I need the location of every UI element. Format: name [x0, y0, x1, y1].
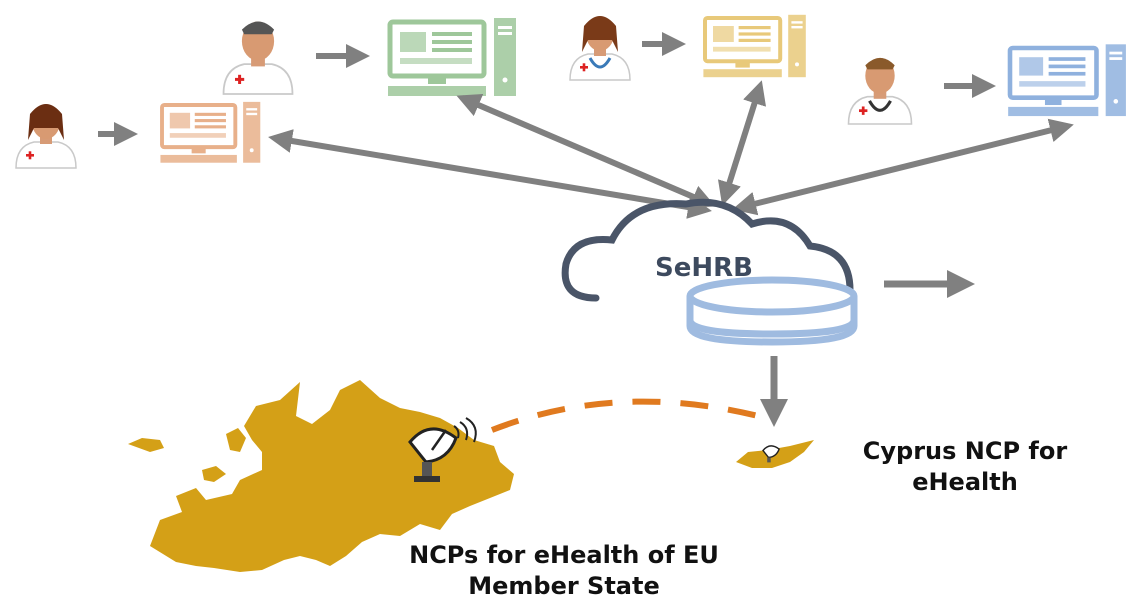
cloud-link-arrows: [268, 80, 1074, 219]
satellite-dish-icon: [408, 417, 477, 482]
cyprus-island: [736, 440, 814, 468]
workstation-orange: [158, 99, 263, 165]
workstation-yellow: [703, 15, 805, 77]
database-icon: [686, 276, 858, 346]
nurse-female-top: [569, 16, 631, 81]
doctor-male-top: [222, 20, 294, 95]
workstation-green: [388, 18, 516, 96]
workstation-blue: [1008, 44, 1126, 116]
person-to-workstation-arrows: [98, 32, 996, 146]
doctor-male-right: [847, 57, 913, 125]
europe-map: [128, 380, 514, 572]
eu-ncps-label: NCPs for eHealth of EU Member State: [409, 541, 719, 600]
cyprus-ncp-label: Cyprus NCP for eHealth: [862, 437, 1068, 496]
ncp-dashed-link: [490, 398, 767, 433]
doctor-female-left: [15, 104, 77, 169]
